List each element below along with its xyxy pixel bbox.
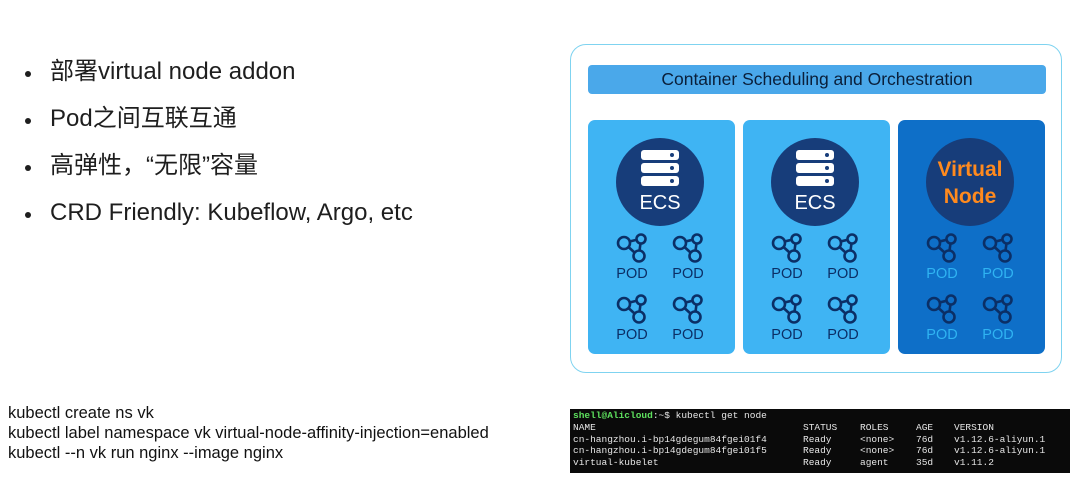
age-cell: 76d xyxy=(916,445,934,457)
pod-icon: POD xyxy=(918,232,966,286)
status-cell: Ready xyxy=(803,433,832,445)
pod-label: POD xyxy=(827,266,859,282)
bullet-item: Pod之间互联互通 xyxy=(22,97,413,144)
age-cell: 35d xyxy=(916,457,934,469)
pod-icon: POD xyxy=(608,293,656,347)
pod-icon: POD xyxy=(918,293,966,347)
ecs-node-column: ECS POD POD POD POD xyxy=(588,120,735,354)
diagram-title: Container Scheduling and Orchestration xyxy=(588,65,1046,94)
virtual-node-column: Virtual Node POD POD POD POD xyxy=(898,120,1045,354)
virtual-node-label: Virtual xyxy=(937,158,1003,181)
terminal-row: cn-hangzhou.i-bp14gdegum84fgei01f4 Ready… xyxy=(573,434,1067,446)
pod-label: POD xyxy=(827,327,859,343)
column-header: AGE xyxy=(916,421,934,433)
kubectl-commands: kubectl create ns vk kubectl label names… xyxy=(8,403,489,463)
bullet-item: 部署virtual node addon xyxy=(22,50,413,97)
terminal-row: cn-hangzhou.i-bp14gdegum84fgei01f5 Ready… xyxy=(573,445,1067,457)
terminal-header-row: NAME STATUS ROLES AGE VERSION xyxy=(573,422,1067,434)
bullet-item: 高弹性，“无限”容量 xyxy=(22,144,413,191)
ecs-label: ECS xyxy=(639,192,681,214)
age-cell: 76d xyxy=(916,433,934,445)
pod-label: POD xyxy=(616,327,648,343)
terminal-prompt: shell@Alicloud:~$ kubectl get node xyxy=(573,410,1067,422)
architecture-diagram: Container Scheduling and Orchestration E… xyxy=(570,44,1062,373)
node-name-cell: virtual-kubelet xyxy=(573,457,659,469)
version-cell: v1.12.6-aliyun.1 xyxy=(954,433,1046,445)
pod-icon: POD xyxy=(974,232,1022,286)
terminal-output: shell@Alicloud:~$ kubectl get node NAME … xyxy=(570,409,1070,473)
server-icon: ECS xyxy=(771,138,859,226)
roles-cell: <none> xyxy=(860,433,895,445)
command-line: kubectl --n vk run nginx --image nginx xyxy=(8,444,284,462)
pod-label: POD xyxy=(616,266,648,282)
pod-icon: POD xyxy=(608,232,656,286)
pod-icon: POD xyxy=(819,293,867,347)
pod-icon: POD xyxy=(763,232,811,286)
ecs-label: ECS xyxy=(794,192,836,214)
feature-bullet-list: 部署virtual node addon Pod之间互联互通 高弹性，“无限”容… xyxy=(22,50,413,238)
prompt-user: shell@Alicloud xyxy=(573,410,653,421)
command-line: kubectl create ns vk xyxy=(8,404,154,422)
node-name-cell: cn-hangzhou.i-bp14gdegum84fgei01f4 xyxy=(573,433,767,445)
node-name-cell: cn-hangzhou.i-bp14gdegum84fgei01f5 xyxy=(573,445,767,457)
prompt-command: :~$ kubectl get node xyxy=(652,410,767,421)
pod-icon: POD xyxy=(974,293,1022,347)
terminal-row: virtual-kubelet Ready agent 35d v1.11.2 xyxy=(573,457,1067,469)
pod-label: POD xyxy=(771,327,803,343)
column-header: VERSION xyxy=(954,421,994,433)
version-cell: v1.12.6-aliyun.1 xyxy=(954,445,1046,457)
status-cell: Ready xyxy=(803,445,832,457)
pod-label: POD xyxy=(672,266,704,282)
pod-icon: POD xyxy=(763,293,811,347)
roles-cell: <none> xyxy=(860,445,895,457)
version-cell: v1.11.2 xyxy=(954,457,994,469)
pod-label: POD xyxy=(926,327,958,343)
roles-cell: agent xyxy=(860,457,889,469)
ecs-node-column: ECS POD POD POD POD xyxy=(743,120,890,354)
pod-icon: POD xyxy=(664,232,712,286)
pod-icon: POD xyxy=(664,293,712,347)
column-header: ROLES xyxy=(860,421,889,433)
virtual-node-circle: Virtual Node xyxy=(926,138,1014,226)
pod-label: POD xyxy=(771,266,803,282)
bullet-item: CRD Friendly: Kubeflow, Argo, etc xyxy=(22,191,413,238)
server-icon: ECS xyxy=(616,138,704,226)
pod-label: POD xyxy=(926,266,958,282)
pod-label: POD xyxy=(982,327,1014,343)
pod-label: POD xyxy=(672,327,704,343)
pod-icon: POD xyxy=(819,232,867,286)
column-header: NAME xyxy=(573,421,596,433)
virtual-node-label: Node xyxy=(943,185,997,208)
column-header: STATUS xyxy=(803,421,838,433)
pod-label: POD xyxy=(982,266,1014,282)
status-cell: Ready xyxy=(803,457,832,469)
command-line: kubectl label namespace vk virtual-node-… xyxy=(8,424,489,442)
